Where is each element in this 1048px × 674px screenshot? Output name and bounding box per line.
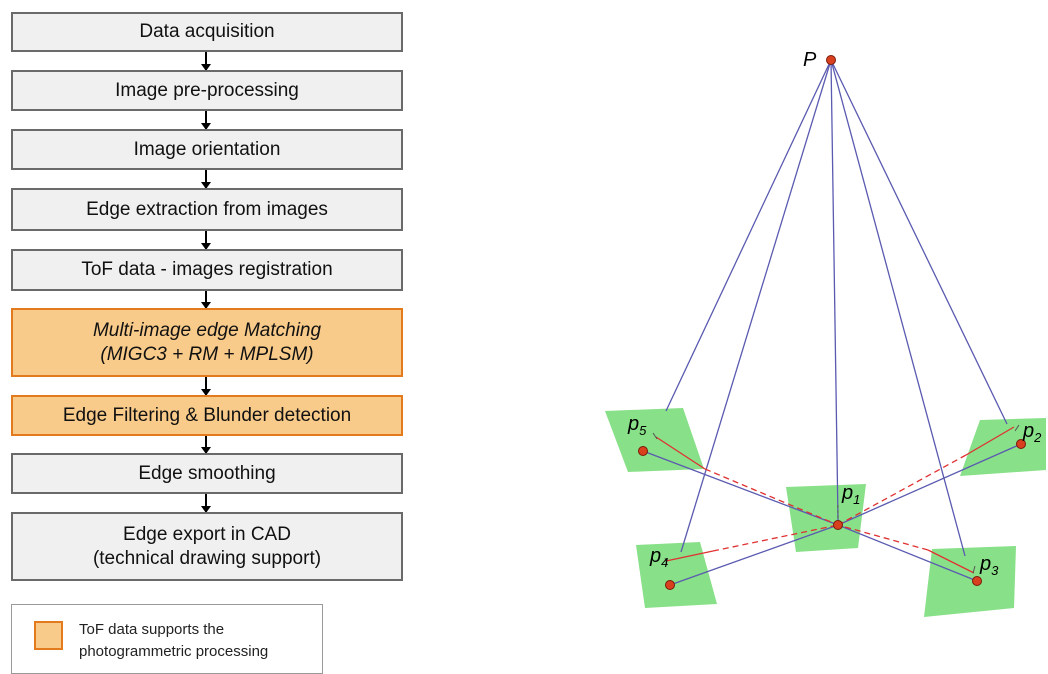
ray-p5 [665,59,832,412]
flow-arrow [201,291,211,309]
image-point-p2 [1016,439,1026,449]
step-label: Edge extraction from images [86,198,328,220]
epipolar-dashed-p4 [712,524,839,552]
epipolar-dashed-p2 [837,454,967,526]
image-point-p5 [638,446,648,456]
ground-point [833,520,843,530]
ray-p2 [830,59,1008,425]
ray-through-p3 [837,524,978,582]
flow-arrow [201,52,211,71]
image-plane-p1 [786,484,866,552]
step-edge-smoothing: Edge smoothing [11,453,403,494]
ray-p1 [830,59,839,521]
step-edge-filtering: Edge Filtering & Blunder detection [11,395,403,436]
ray-p3 [830,59,966,557]
legend-swatch [34,621,63,650]
step-edge-export: Edge export in CAD (technical drawing su… [11,512,403,581]
step-label: Data acquisition [139,21,275,42]
legend-text: ToF data supports the photogrammetric pr… [79,621,269,660]
step-tof-registration: ToF data - images registration [11,249,403,291]
point-label-P: P [803,49,817,71]
image-label-p5: p5 [627,413,647,438]
step-label: Edge Filtering & Blunder detection [62,404,352,426]
ray-through-p5 [642,450,839,526]
image-label-p2: p2 [1022,420,1042,445]
label-tick [1014,424,1020,432]
label-tick [652,432,658,440]
image-point-p4 [665,580,675,590]
step-label: Edge smoothing [138,462,276,484]
step-label-secondary: (MIGC3 + RM + MPLSM) [100,343,314,365]
image-label-p4: p4 [649,545,668,570]
image-label-p1: p1 [841,482,860,507]
epipolar-segment-p5 [655,436,706,470]
label-tick [972,565,976,574]
step-label-secondary: (technical drawing support) [92,547,322,569]
image-plane-p3 [924,546,1016,617]
ray-through-p2 [837,443,1022,526]
flow-arrow [201,231,211,250]
step-image-orientation: Image orientation [11,129,403,170]
image-plane-p4 [636,542,717,608]
flow-arrow [201,494,211,513]
step-label: Multi-image edge Matching [92,319,322,341]
label-tick [664,557,668,566]
image-point-p3 [972,576,982,586]
step-label: ToF data - images registration [81,259,333,280]
image-label-p3: p3 [979,553,999,578]
flow-arrow [201,170,211,189]
flow-arrow [201,377,211,396]
step-label: Image orientation [133,138,281,160]
step-data-acquisition: Data acquisition [11,12,403,52]
flow-arrow [201,111,211,130]
epipolar-segment-p4 [665,550,714,562]
point-P [826,55,836,65]
flow-arrow [201,436,211,454]
legend: ToF data supports the photogrammetric pr… [11,604,323,674]
epipolar-dashed-p3 [837,524,929,551]
step-multi-image-matching: Multi-image edge Matching (MIGC3 + RM + … [11,308,403,377]
step-edge-extraction: Edge extraction from images [11,188,403,231]
ray-p4 [680,59,832,553]
image-plane-p5 [605,408,704,472]
step-label: Edge export in CAD [123,523,291,545]
epipolar-segment-p3 [927,549,975,574]
step-image-preprocessing: Image pre-processing [11,70,403,111]
ray-through-p4 [669,524,839,586]
epipolar-segment-p2 [965,426,1015,456]
step-label: Image pre-processing [115,79,299,101]
workflow-flowchart: Data acquisition Image pre-processing Im… [0,0,420,674]
epipolar-dashed-p5 [704,468,839,526]
